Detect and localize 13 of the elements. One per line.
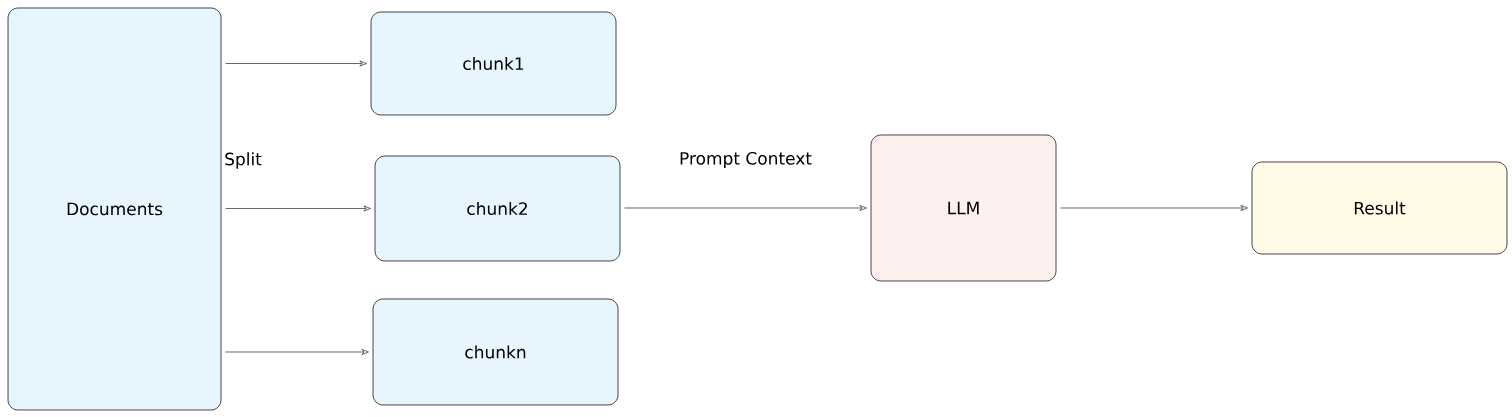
arrow — [624, 205, 867, 211]
process-box: LLM — [870, 134, 1057, 282]
process-box: chunkn — [372, 298, 619, 406]
edge-label: Prompt Context — [680, 151, 812, 169]
arrow — [225, 349, 369, 355]
process-box: chunk1 — [370, 11, 617, 116]
process-box: Documents — [7, 7, 222, 411]
edge-label: Split — [225, 152, 262, 169]
arrow — [1060, 205, 1248, 211]
arrow — [225, 60, 367, 67]
arrow — [225, 205, 371, 212]
process-box: chunk2 — [374, 155, 621, 262]
process-box: Result — [1251, 161, 1508, 255]
